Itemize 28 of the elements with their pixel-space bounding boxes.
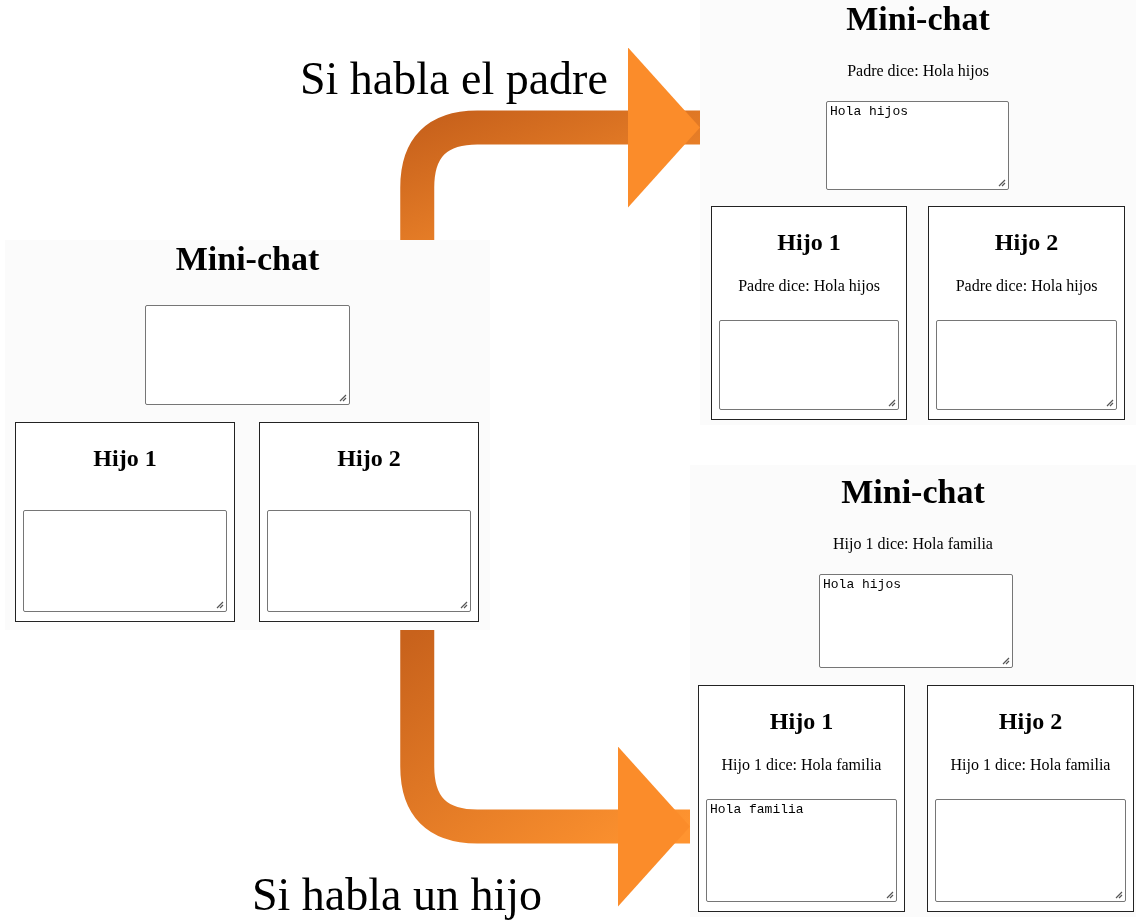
chat-page [690,465,1136,917]
chat-panel [698,685,905,912]
heading: Hijo 2 [336,445,402,472]
curved-arrow [400,630,690,907]
text-area: Hola hijos [826,101,1009,190]
message-text: Hijo 1 dice: Hola familia [949,756,1112,774]
chat-page [5,240,490,630]
heading: Hijo 1 [776,229,842,256]
message-text: Padre dice: Hola hijos [954,277,1099,295]
heading: Hijo 1 [768,708,835,735]
message-text: Hijo 1 dice: Hola familia [832,535,994,553]
heading: Hijo 2 [993,229,1060,256]
heading: Mini-chat [174,240,321,278]
message-text: Padre dice: Hola hijos [846,62,990,80]
heading: Mini-chat [840,473,986,511]
message-text: Padre dice: Hola hijos [737,277,881,295]
chat-panel [928,206,1125,420]
heading: Hijo 1 [92,445,158,472]
heading: Mini-chat [845,0,991,38]
chat-panel [259,422,479,622]
chat-panel [711,206,907,420]
text-area: Hola hijos [819,574,1013,668]
text-area: Hola familia [706,799,897,902]
chat-panel [15,422,235,622]
chat-panel [927,685,1134,912]
chat-page [700,0,1136,425]
heading: Hijo 2 [997,708,1064,735]
message-text: Hijo 1 dice: Hola familia [720,756,883,774]
